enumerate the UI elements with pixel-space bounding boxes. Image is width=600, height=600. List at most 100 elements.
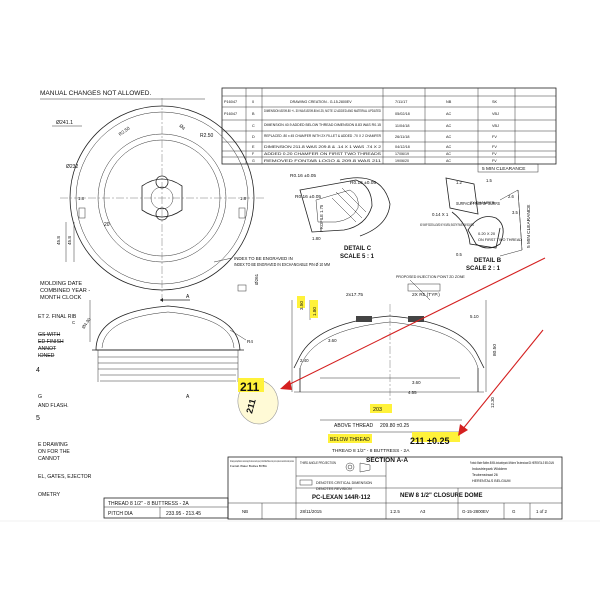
side-view-c-marker: C <box>72 320 75 325</box>
handwritten-callout: 211 211 <box>237 378 279 425</box>
detail-c-scale: SCALE 5 : 1 <box>340 254 375 260</box>
handwritten-211: 211 <box>240 380 260 394</box>
above-thread-label: ABOVE THREAD <box>334 423 373 429</box>
left-note-0: MOLDING DATE <box>40 281 82 287</box>
left-note-13: EL, GATES, EJECTOR <box>38 474 92 480</box>
rev-row-1-desc: DIMENSION Ø209.80 +/- 30 WAS Ø209.80±0.2… <box>264 109 382 113</box>
title-size: A3 <box>420 509 426 514</box>
dim-1-8-a: 1.8 <box>78 196 85 201</box>
dim-o4: Ø4 <box>178 123 186 131</box>
section-dim-80-50: 80.50 <box>492 344 498 356</box>
detail-b-0-5: 0.5 <box>456 252 462 257</box>
section-hl-203: 203 <box>373 407 382 413</box>
section-dim-3-60-b: 3.60 <box>412 380 421 385</box>
rev-row-6-by: AC <box>446 159 451 163</box>
rev-row-6-date: 19/06/20 <box>395 159 409 163</box>
left-note-4: GS WITH <box>38 332 60 338</box>
side-view-r4: R4 <box>247 339 253 344</box>
detail-c-r016-a: R0.16 ±0.05 <box>290 173 316 179</box>
left-note-5: ED FINISH <box>38 339 64 345</box>
rev-row-6-rev: G <box>252 159 255 163</box>
dim-o261: Ø261 <box>254 273 259 285</box>
left-note-10: E DRAWING <box>38 442 68 448</box>
section-proposed-note: PROPOSED INJECTION POINT 2D ZONE <box>396 275 465 279</box>
svg-text:G: G <box>512 509 516 514</box>
detail-b-note-chamfer: 2X CHAMFER <box>470 201 495 205</box>
handwritten-below-value: 211 ±0.25 <box>410 436 449 446</box>
detail-b-note-surface: SURFACE FREE OF BURRS <box>456 201 500 206</box>
rev-row-6-desc: REMOVED FONTAB LOGO & 209.8 WAS 211 <box>264 159 381 163</box>
side-view-o4-30: Ø4.30 <box>81 316 92 329</box>
side-view-a-bottom: A <box>186 394 190 400</box>
detail-b: 5 MIN CLEARANCE 1.2 1.5 2.6 3.5 0.5 SURF… <box>420 163 539 272</box>
section-dim-4-55: 4.55 <box>408 390 417 395</box>
index-note-line1: INDEX TO BE ENGRAVED IN <box>234 256 293 261</box>
section-a-a: 3.50 1.80 2x17.75 2X R5 (TYP.) 3.60 5.10… <box>291 275 498 464</box>
rev-row-1-chk: VBJ <box>492 112 499 116</box>
rev-row-4-desc: DIMENSION 211.8 WAS 209.8 & .14 X 1 WAS … <box>264 145 381 149</box>
rev-row-1-ref: P16047 <box>224 112 237 116</box>
dim-r250-a: R2.50 <box>200 133 214 139</box>
section-title: SECTION A-A <box>366 457 408 464</box>
left-note-6: ANNOT <box>38 346 57 352</box>
header-note: MANUAL CHANGES NOT ALLOWED. <box>40 90 151 97</box>
rev-row-5-date: 17/06/19 <box>395 152 409 156</box>
section-dim-2x17-75: 2x17.75 <box>346 292 363 298</box>
svg-text:Fontab Water Bottles BVBA: Fontab Water Bottles BVBA <box>230 464 267 468</box>
detail-b-title: DETAIL B <box>474 258 502 264</box>
detail-b-3-5: 3.5 <box>512 210 518 215</box>
title-critical-dim: DENOTES CRITICAL DIMENSION <box>316 481 372 485</box>
rev-row-3-desc: REPLACED .80 x 45 CHAMFER WITH 2X FILLET… <box>264 134 382 138</box>
svg-text:Teubenstraat 26: Teubenstraat 26 <box>472 473 498 477</box>
title-block: All drawings and specifications in and a… <box>227 456 563 520</box>
left-notes: MOLDING DATE COMBINED YEAR - MONTH CLOCK… <box>36 281 92 498</box>
title-scale: 1:2.5 <box>390 509 400 514</box>
rev-row-4-date: 04/12/18 <box>395 145 410 149</box>
svg-text:Industriepark Widdem: Industriepark Widdem <box>472 467 507 471</box>
below-thread-label: BELOW THREAD <box>330 437 370 443</box>
handwritten-sig: 211 <box>244 398 257 415</box>
rev-row-2-chk: VBJ <box>492 124 499 128</box>
rev-row-5-by: AC <box>446 152 451 156</box>
rev-row-3-rev: D <box>252 135 255 139</box>
left-note-2: MONTH CLOCK <box>40 295 82 301</box>
title-part-name: NEW 8 1/2" CLOSURE DOME <box>400 493 483 499</box>
detail-c: R0.16 ±0.05 R0.16 ±0.05 R0.16 ±0.05 PROF… <box>290 173 391 260</box>
annotation-arrows <box>280 257 546 436</box>
detail-b-note-first: ON FIRST TWO THREAD <box>478 238 522 242</box>
section-dim-12-30: 12.30 <box>490 396 495 408</box>
dim-241: Ø241.1 <box>56 120 73 126</box>
rev-row-0-by: NB <box>446 100 452 104</box>
rev-row-0-ref: P16047 <box>224 100 237 104</box>
section-dim-1-80: 1.80 <box>312 307 317 316</box>
thread-table-row-label: PITCH DIA <box>108 511 133 517</box>
index-note: INDEX TO BE ENGRAVED IN EXCHANGABLE PIN … <box>234 262 330 267</box>
title-company: Fontab Water Bottles BVBA Industriepark … <box>470 461 554 465</box>
left-note-11: ON FOR THE <box>38 449 70 455</box>
rev-row-5-chk: FV <box>492 152 497 156</box>
left-note-1: COMBINED YEAR - <box>40 288 90 294</box>
section-dim-3-50: 3.50 <box>299 301 304 310</box>
rev-row-4-rev: E <box>252 145 255 149</box>
rev-row-2-date: 11/04/18 <box>395 124 410 128</box>
section-dim-2-40: 2.40 <box>300 358 309 363</box>
detail-b-note-014: 0.14 X 1 <box>432 212 449 217</box>
rev-row-0-rev: 0 <box>252 100 254 104</box>
left-marker-a: 4 <box>36 367 40 374</box>
thread-table: THREAD 8 1/2" - 8 BUTTRESS - 2A PITCH DI… <box>103 497 229 519</box>
dim-45-8-b: 45.8 <box>67 236 72 245</box>
revision-table: P16047 0 DRAWING CREATION - G-15-2800EV … <box>221 87 557 165</box>
rev-row-5-desc: ADDED 0.20 CHAMFER ON FIRST TWO THREADS <box>264 152 381 156</box>
rev-row-2-rev: C <box>252 124 255 128</box>
left-note-7: IONED <box>38 353 55 359</box>
detail-b-1-5: 1.5 <box>486 178 492 183</box>
rev-row-4-chk: FV <box>492 145 497 149</box>
section-thread-spec: THREAD 8 1/2" - 8 BUTTRESS - 2A <box>332 448 410 454</box>
rev-row-2-by: AC <box>446 124 452 128</box>
section-dim-2xr5: 2X R5 (TYP.) <box>412 292 440 298</box>
rev-row-3-by: AC <box>446 135 452 139</box>
rev-row-0-desc: DRAWING CREATION - G-15-2800EV <box>290 100 352 104</box>
rev-row-1-by: AC <box>446 112 452 116</box>
rev-row-4-by: AC <box>446 145 452 149</box>
